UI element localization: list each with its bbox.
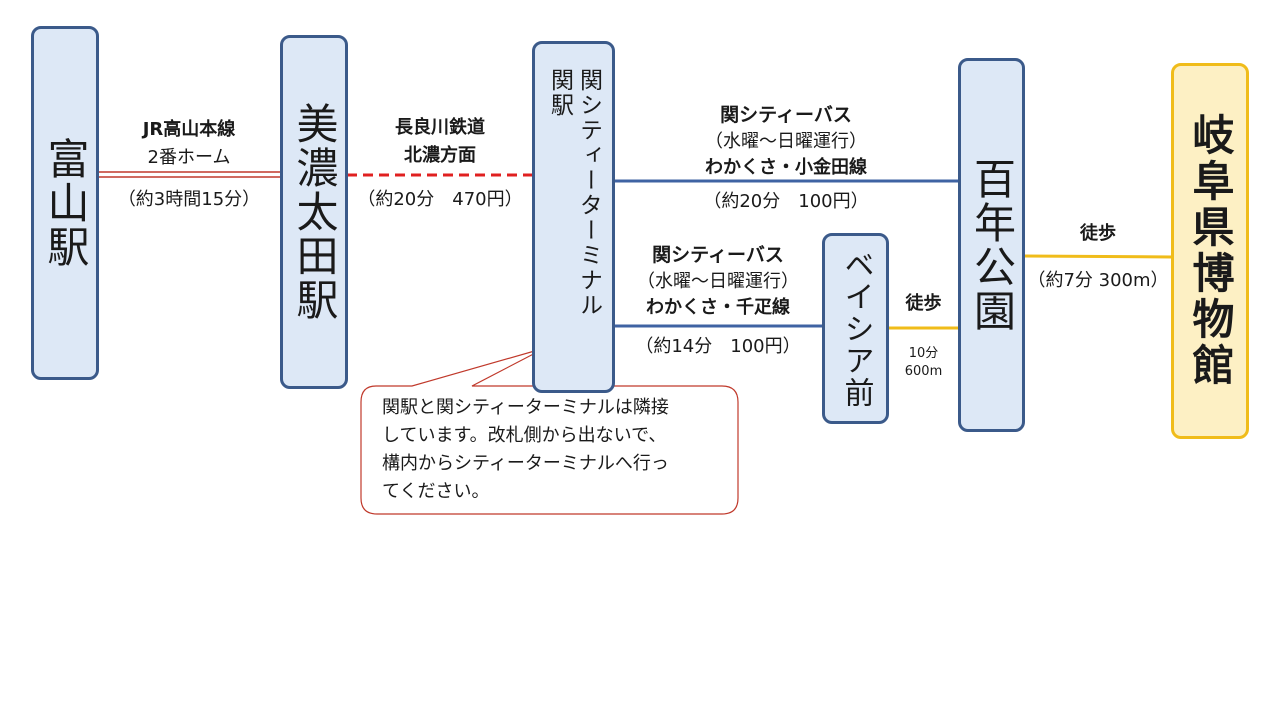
station-beishia: ベイシア前 [822,233,889,424]
station-seki-city-terminal-label: 関シティーターミナル [575,68,602,318]
walk-beishia-time: 10分 [908,346,939,361]
walk-museum-time-distance: （約7分 300m） [1027,270,1169,291]
station-seki-label: 関駅 [546,68,573,118]
nagaragawa-direction: 北濃方面 [404,145,476,166]
callout-line-2: しています。改札側から出ないで、 [382,425,667,446]
station-beishia-label: ベイシア前 [838,248,874,409]
station-toyama: 富山駅 [31,26,99,380]
walk-museum-line [1023,254,1173,259]
destination-museum: 岐阜県博物館 [1171,63,1249,439]
nagaragawa-time-fare: （約20分 470円） [357,189,523,210]
bus-lower-line-name: わかくさ・千疋線 [646,297,790,318]
jr-platform: 2番ホーム [147,147,231,168]
station-seki: 関シティーターミナル 関駅 [532,41,615,393]
bus-upper-days: （水曜～日曜運行） [705,131,867,152]
bus-upper-name: 関シティーバス [720,104,852,126]
station-hyakunen-koen-label: 百年公園 [967,157,1017,333]
station-hyakunen-koen: 百年公園 [958,58,1025,432]
destination-museum-label: 岐阜県博物館 [1186,113,1235,389]
bus-upper-line-name: わかくさ・小金田線 [705,157,867,178]
bus-lower-name: 関シティーバス [652,244,784,266]
walk-beishia-mode: 徒歩 [905,293,942,314]
station-toyama-label: 富山駅 [41,137,90,269]
callout-bubble [360,347,739,515]
bus-upper-time-fare: （約20分 100円） [703,191,869,212]
nagaragawa-route-name: 長良川鉄道 [395,117,485,138]
jr-time: （約3時間15分） [117,189,261,210]
callout-text: 関駅と関シティーターミナルは隣接 しています。改札側から出ないで、 構内からシテ… [382,394,669,506]
station-minoota-label: 美濃太田駅 [290,102,339,322]
station-minoota: 美濃太田駅 [280,35,348,389]
bus-lower-time-fare: （約14分 100円） [635,336,801,357]
callout-line-4: てください。 [382,481,490,502]
callout-line-3: 構内からシティーターミナルへ行っ [382,453,669,474]
bus-lower-days: （水曜～日曜運行） [637,271,799,292]
callout-line-1: 関駅と関シティーターミナルは隣接 [382,397,669,418]
walk-beishia-distance: 600m [904,364,943,379]
walk-museum-mode: 徒歩 [1080,223,1116,244]
jr-route-name: JR高山本線 [142,119,236,140]
